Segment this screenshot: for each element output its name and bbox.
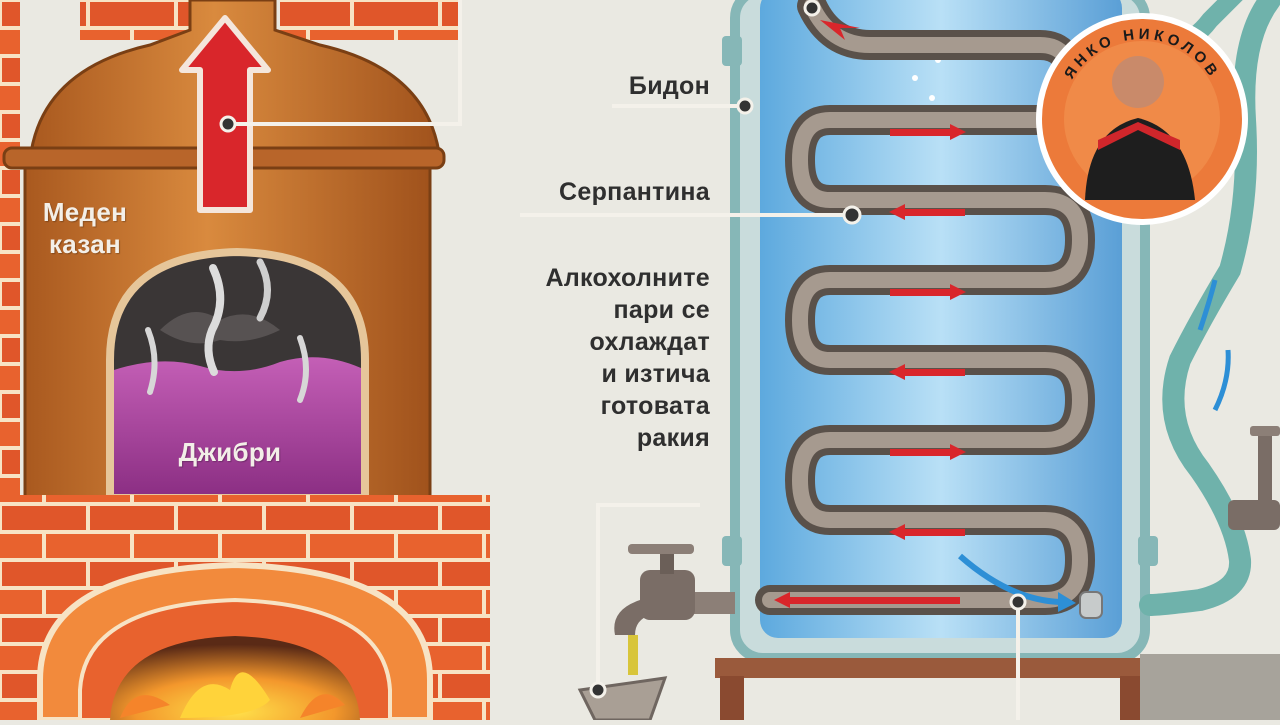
watermark-badge: ЯНКО НИКОЛОВ [1036, 13, 1248, 225]
tap-valve [614, 544, 735, 675]
furnace-arch [37, 561, 433, 723]
outlet-leader-dot [1009, 593, 1027, 611]
vapor-arrow-up [179, 15, 271, 213]
label-vapors-line2: пари се [613, 296, 710, 324]
tank-stand-leg-left [720, 676, 744, 720]
label-vapors-line6: ракия [636, 424, 710, 452]
label-vapors-line1: Алкохолните [545, 264, 710, 292]
brick-wall-left [0, 0, 20, 495]
serpentina-leader-dot [842, 205, 862, 225]
label-vapors: Алкохолните пари се охлаждат и изтича го… [470, 262, 710, 454]
coil-top-leader-dot [803, 0, 821, 17]
tank-outlet-pipe [1079, 591, 1103, 619]
water-flow-arrowhead [1058, 592, 1076, 612]
label-dzhibri: Джибри [178, 437, 282, 467]
brick-wall-top [80, 0, 190, 40]
mash-chamber [106, 247, 369, 502]
water-flow-arrow [958, 553, 1061, 605]
person-head [1112, 56, 1164, 108]
boiler-leader-dot [219, 115, 237, 133]
label-serpentina: Серпантина [559, 178, 710, 206]
vapors-leader-dot [589, 681, 607, 699]
boiler-leader-line [228, 0, 462, 126]
label-vapors-line5: готовата [600, 392, 710, 420]
water-drop-3 [912, 75, 918, 81]
label-meden-kazan-line1: Меден [42, 197, 128, 227]
vapors-leader-line [596, 503, 700, 690]
hose-flow-arrow-1 [1197, 279, 1218, 331]
label-meden-kazan: Меден казан [20, 196, 150, 260]
coil-flow-arrows [774, 20, 966, 608]
wall-tap [1228, 426, 1280, 530]
label-meden-kazan-line2: казан [48, 229, 122, 259]
label-vapors-line3: охлаждат [589, 328, 710, 356]
side-block [1140, 654, 1280, 720]
label-bidon: Бидон [628, 72, 710, 100]
brick-wall-top-right [280, 0, 460, 40]
label-vapors-line4: и изтича [601, 360, 710, 388]
bidon-leader-dot [736, 97, 754, 115]
tank-stand [715, 658, 1150, 678]
water-drop-4 [929, 95, 935, 101]
hose-flow-arrow-2 [1212, 349, 1231, 412]
